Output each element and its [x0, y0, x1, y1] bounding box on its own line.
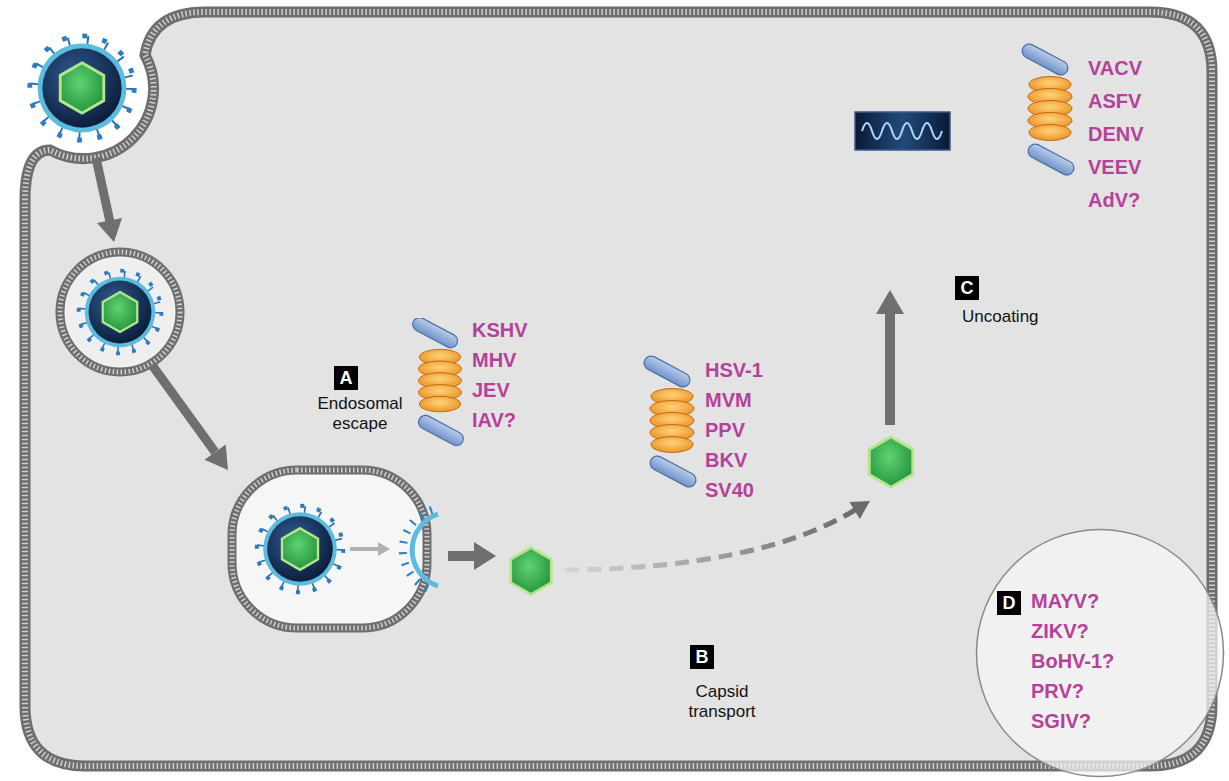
circle-shape: [977, 530, 1224, 777]
maturation-arrow: [152, 365, 228, 470]
virus-name: AdV?: [1088, 188, 1140, 212]
virus-name: HSV-1: [705, 358, 763, 382]
protein-icon: [410, 315, 465, 448]
arrow-shaft: [885, 312, 895, 425]
arrow-shaft: [448, 551, 476, 561]
virus-name: PPV: [705, 418, 745, 442]
endosome-hatch: [60, 252, 180, 372]
capsid: [869, 437, 913, 487]
transport-arrow: [565, 501, 870, 570]
fusion-arrow: [350, 542, 390, 556]
genome-wave: [862, 123, 942, 139]
uncoating-arrow: [876, 290, 904, 425]
arrow-head: [378, 542, 390, 556]
arrow-shaft: [350, 547, 378, 551]
cell-outline: [25, 12, 1212, 766]
arrow-shaft: [152, 365, 215, 452]
step-label: Endosomal escape: [312, 394, 408, 434]
fused-envelope: [403, 510, 438, 590]
arrow-head: [876, 290, 904, 314]
virus-name: SV40: [705, 478, 754, 502]
virus-name: BoHV-1?: [1031, 649, 1114, 673]
highlight-circle: MAYV? ZIKV? BoHV-1? PRV? SGIV? D: [975, 528, 1225, 778]
arrow-head: [97, 218, 122, 242]
step-letter-box: C: [955, 276, 979, 300]
virus-name: JEV: [472, 378, 510, 402]
arrow-head: [205, 445, 229, 471]
arrow-shaft: [96, 158, 110, 222]
late-endosome: [232, 470, 427, 628]
virus-name: MHV: [472, 348, 516, 372]
arrow-head: [474, 542, 496, 570]
step-letter: C: [961, 278, 974, 298]
cell-membrane: [25, 12, 1212, 766]
virus-name: ZIKV?: [1031, 619, 1089, 643]
virus-name: KSHV: [472, 318, 528, 342]
virus-name: VACV: [1088, 56, 1142, 80]
release-arrow: [448, 542, 496, 570]
step-letter-box: D: [997, 591, 1021, 615]
virus-name: IAV?: [472, 408, 516, 432]
protein-icon: [1020, 42, 1077, 178]
step-letter-box: B: [690, 645, 714, 669]
genome-box: [855, 112, 950, 150]
step-letter-box: A: [334, 366, 358, 390]
virus-name: ASFV: [1088, 89, 1141, 113]
dashed-path: [565, 510, 855, 570]
step-letter: B: [696, 647, 709, 667]
virus-particle: [30, 36, 134, 140]
step-label: Uncoating: [962, 307, 1039, 327]
arrow-head: [849, 501, 870, 519]
step-letter: D: [1003, 593, 1016, 613]
virus-particle: [79, 271, 162, 354]
virus-name: BKV: [705, 448, 747, 472]
step-label: Capsid transport: [679, 682, 765, 722]
virus-name: VEEV: [1088, 155, 1141, 179]
genome-panel: [855, 112, 950, 150]
virus-name: PRV?: [1031, 679, 1084, 703]
early-endosome: [60, 252, 180, 372]
virus-particle: [257, 506, 343, 592]
entry-arrow: [96, 158, 122, 242]
virus-name: MVM: [705, 388, 752, 412]
protein-icon: [642, 354, 699, 490]
capsid: [511, 548, 552, 595]
endosome-hatch: [232, 470, 427, 628]
step-letter: A: [340, 368, 353, 388]
envelope-arc: [412, 514, 438, 586]
membrane-hatch: [25, 12, 1212, 766]
virus-name: MAYV?: [1031, 589, 1099, 613]
virus-name: DENV: [1088, 122, 1144, 146]
virus-name: SGIV?: [1031, 709, 1091, 733]
